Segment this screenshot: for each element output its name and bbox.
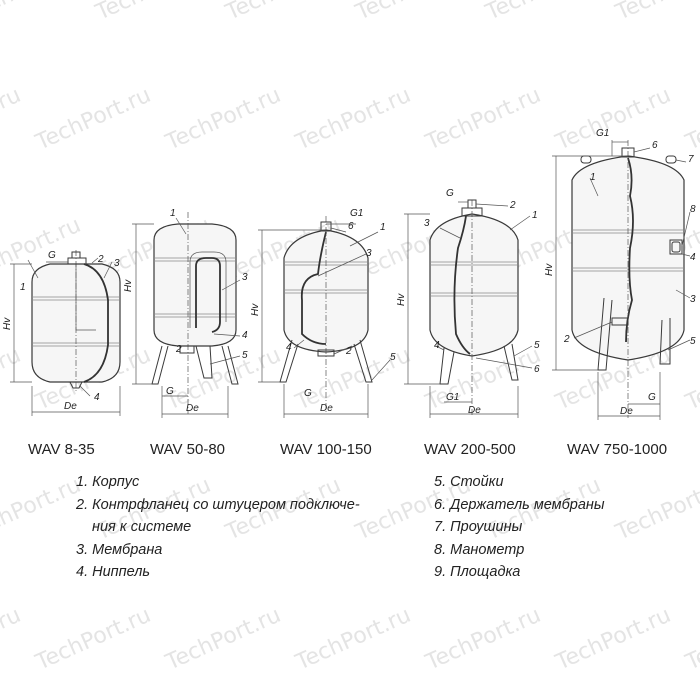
label-hv: Hv (544, 263, 555, 276)
label-4: 4 (286, 342, 292, 353)
label-5: 5 (534, 340, 540, 351)
watermark-text: TechPort.ru (0, 603, 25, 676)
watermark-text: TechPort.ru (681, 83, 700, 156)
watermark-text: TechPort.ru (681, 603, 700, 676)
label-hv: Hv (250, 303, 261, 316)
legend-item: 5. Стойки (434, 474, 504, 490)
label-1: 1 (20, 282, 26, 293)
label-3: 3 (366, 248, 372, 259)
label-1: 1 (590, 172, 596, 183)
watermark-text: TechPort.ru (291, 603, 414, 676)
label-g: G (304, 388, 312, 399)
watermark-text: TechPort.ru (611, 473, 700, 546)
label-hv: Hv (2, 317, 13, 330)
label-de: De (320, 403, 333, 414)
label-2: 2 (563, 334, 570, 345)
label-6: 6 (348, 221, 354, 232)
label-de: De (64, 401, 77, 412)
watermark-text: TechPort.ru (31, 83, 154, 156)
label-2: 2 (175, 344, 182, 355)
watermark-text: TechPort.ru (161, 603, 284, 676)
watermark-text: TechPort.ru (31, 603, 154, 676)
tank-wav-750-1000 (552, 140, 691, 420)
label-4: 4 (434, 340, 440, 351)
watermark-text: TechPort.ru (291, 83, 414, 156)
tank-wav-100-150 (258, 216, 391, 418)
legend-item: 1. Корпус (76, 474, 140, 490)
watermark-text: TechPort.ru (421, 83, 544, 156)
watermark-text: TechPort.ru (0, 473, 85, 546)
label-8: 8 (690, 204, 696, 215)
label-g1: G1 (596, 128, 609, 139)
label-g1: G1 (446, 392, 459, 403)
label-g1: G1 (350, 208, 363, 219)
legend-item: 7. Проушины (434, 519, 523, 535)
label-1: 1 (380, 222, 386, 233)
legend-right: 5. Стойки 6. Держатель мембраны 7. Проуш… (434, 471, 605, 584)
label-de: De (186, 403, 199, 414)
label-5: 5 (242, 350, 248, 361)
label-hv: Hv (396, 293, 407, 306)
caption-wav-750-1000: WAV 750-1000 (567, 441, 668, 458)
label-6: 6 (534, 364, 540, 375)
tank-wav-50-80 (132, 212, 241, 418)
legend-item: 9. Площадка (434, 564, 521, 580)
label-1: 1 (170, 208, 176, 219)
caption-wav-50-80: WAV 50-80 (150, 441, 226, 458)
caption-wav-8-35: WAV 8-35 (28, 441, 95, 458)
legend-item: 4. Ниппель (76, 564, 151, 580)
watermark-text: TechPort.ru (611, 0, 700, 26)
label-1: 1 (532, 210, 538, 221)
legend-item: 8. Манометр (434, 541, 525, 558)
label-2: 2 (345, 346, 352, 357)
label-3: 3 (114, 258, 120, 269)
watermark-text: TechPort.ru (351, 0, 474, 26)
legend-item: 2. Контрфланец со штуцером подключе- (76, 496, 360, 513)
caption-wav-200-500: WAV 200-500 (424, 441, 516, 458)
watermark-text: TechPort.ru (291, 343, 414, 416)
watermark-text: TechPort.ru (551, 603, 674, 676)
label-hv: Hv (123, 279, 134, 292)
label-g: G (446, 188, 454, 199)
watermark-text: TechPort.ru (0, 83, 25, 156)
tank-wav-200-500 (404, 199, 533, 418)
watermark-text: TechPort.ru (481, 0, 604, 26)
label-2: 2 (97, 254, 104, 265)
watermark-text: TechPort.ru (221, 0, 344, 26)
watermark-text: TechPort.ru (161, 83, 284, 156)
watermark-text: TechPort.ru (0, 0, 85, 26)
label-de: De (620, 406, 633, 417)
tank-wav-8-35 (10, 250, 121, 416)
label-3: 3 (242, 272, 248, 283)
watermark-text: TechPort.ru (91, 0, 214, 26)
label-3: 3 (424, 218, 430, 229)
label-6: 6 (652, 140, 658, 151)
watermark-text: TechPort.ru (421, 603, 544, 676)
watermark-text: TechPort.ru (0, 343, 25, 416)
legend-left: 1. Корпус 2. Контрфланец со штуцером под… (76, 471, 360, 584)
label-g: G (48, 250, 56, 261)
label-3: 3 (690, 294, 696, 305)
label-7: 7 (688, 154, 694, 165)
legend-item: 6. Держатель мембраны (434, 496, 605, 513)
legend-item: ния к системе (92, 519, 192, 535)
caption-wav-100-150: WAV 100-150 (280, 441, 372, 458)
legend-item: 3. Мембрана (76, 541, 163, 558)
label-g: G (648, 392, 656, 403)
label-5: 5 (390, 352, 396, 363)
label-4: 4 (94, 392, 100, 403)
label-2: 2 (509, 200, 516, 211)
label-4: 4 (690, 252, 696, 263)
label-g: G (166, 386, 174, 397)
watermark-text: TechPort.ru (681, 343, 700, 416)
label-4: 4 (242, 330, 248, 341)
label-de: De (468, 405, 481, 416)
label-5: 5 (690, 336, 696, 347)
